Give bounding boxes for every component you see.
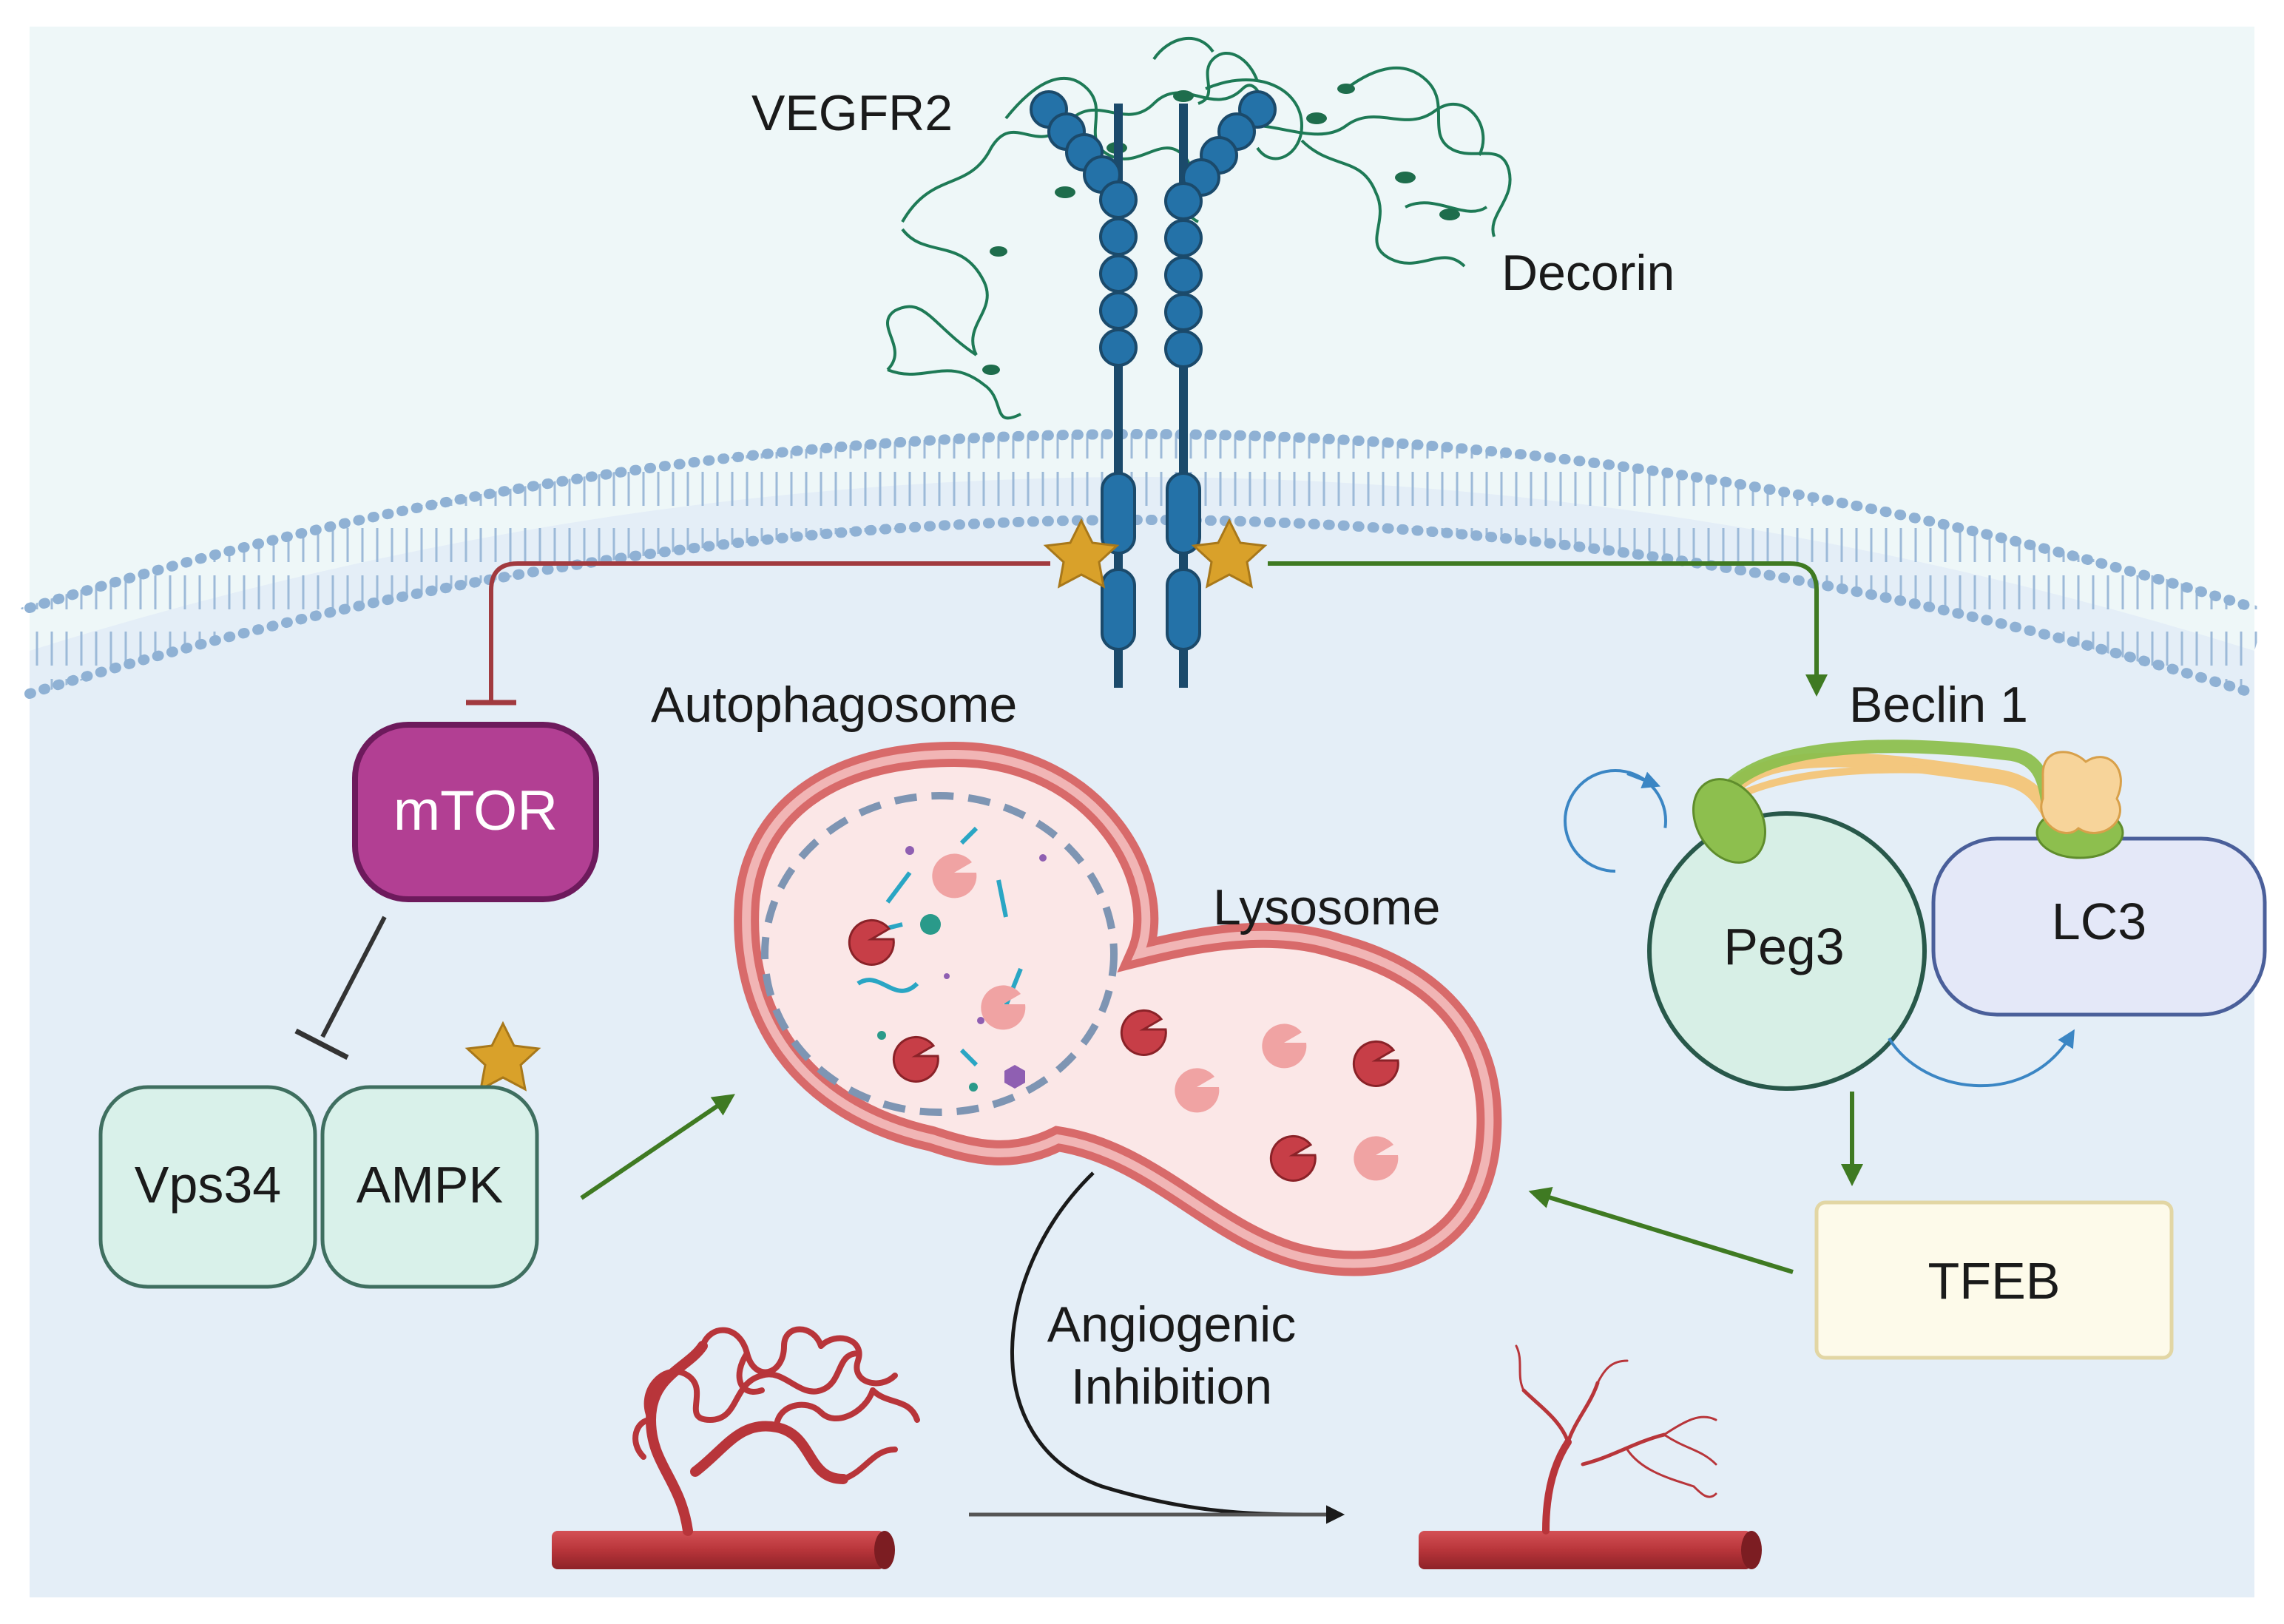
cell-membrane — [16, 429, 2268, 699]
tfeb-label: TFEB — [1928, 1252, 2061, 1310]
vps34-label: Vps34 — [135, 1156, 281, 1214]
enzyme-icon — [892, 1035, 939, 1083]
receptor-left-star-icon — [1043, 518, 1120, 589]
lysosomal-enzymes — [848, 853, 1399, 1182]
dense-vessel-icon — [552, 1326, 920, 1569]
ampk-to-autophagosome-arrow — [580, 1094, 735, 1200]
enzyme-icon — [848, 918, 895, 966]
autolysosome — [734, 741, 1502, 1276]
autophagosome-label: Autophagosome — [651, 677, 1017, 733]
angiogenic-label-line2: Inhibition — [1071, 1359, 1272, 1415]
ampk-star-icon — [464, 1021, 541, 1092]
beclin-loop-left — [1564, 769, 1667, 873]
ampk-node: AMPK — [320, 1085, 539, 1289]
enzyme-icon — [1175, 1068, 1220, 1113]
receptor-right-star-icon — [1191, 518, 1268, 589]
peg3-label: Peg3 — [1723, 918, 1844, 975]
beclin1-protein-icon — [1692, 740, 2124, 864]
enzyme-icon — [1354, 1136, 1399, 1181]
vegfr2-receptor — [1030, 90, 1277, 688]
enzyme-icon — [932, 853, 977, 899]
inhibit-mtor-line — [489, 561, 1050, 703]
beclin1-label: Beclin 1 — [1849, 677, 2028, 733]
enzyme-icon — [1262, 1024, 1307, 1069]
inhibit-vps34-line — [320, 916, 387, 1038]
lysosome-label: Lysosome — [1213, 879, 1440, 936]
enzyme-icon — [1269, 1134, 1317, 1182]
tfeb-to-lysosome-arrow — [1528, 1186, 1794, 1274]
vegfr2-label: VEGFR2 — [751, 85, 953, 141]
mtor-label: mTOR — [393, 779, 558, 842]
enzyme-icon — [981, 985, 1026, 1030]
decorin-label: Decorin — [1501, 245, 1675, 301]
inhibit-vps34-bar — [294, 1028, 349, 1060]
peg3-node: Peg3 — [1647, 811, 1927, 1091]
activate-beclin-line — [1268, 561, 1828, 697]
lc3-node: LC3 — [1931, 836, 2267, 1017]
angiogenic-label-line1: Angiogenic — [1047, 1296, 1296, 1353]
lc3-label: LC3 — [2052, 893, 2146, 950]
ampk-label: AMPK — [357, 1156, 503, 1214]
mtor-node: mTOR — [352, 722, 599, 902]
autophagosome-inner-membrane — [761, 792, 1118, 1116]
tfeb-node: TFEB — [1814, 1200, 2174, 1360]
sparse-vessel-icon — [1419, 1344, 1762, 1569]
vps34-node: Vps34 — [98, 1085, 317, 1289]
peg3-to-lc3-arrow — [1888, 1029, 2075, 1088]
enzyme-icon — [1352, 1040, 1399, 1087]
enzyme-icon — [1120, 1009, 1167, 1056]
